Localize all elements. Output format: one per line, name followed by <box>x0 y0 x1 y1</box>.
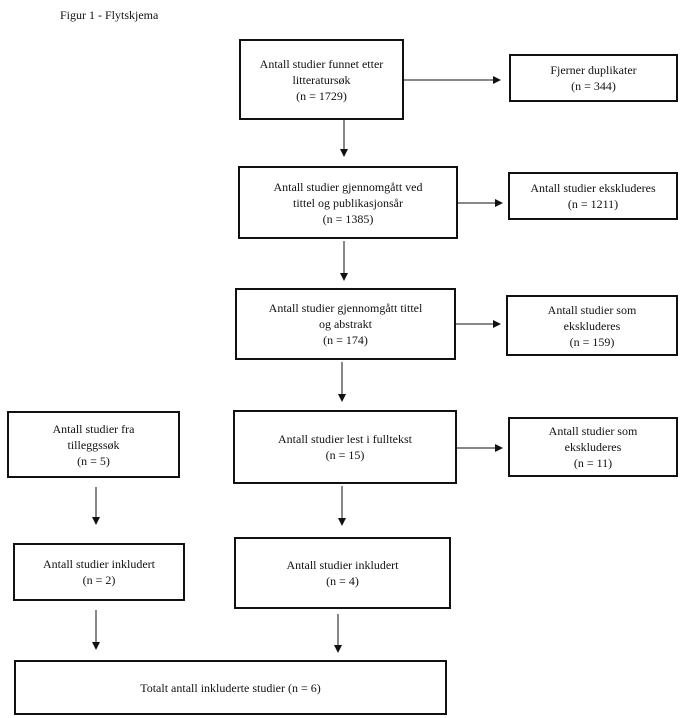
box-fulltext-line-2: (n = 15) <box>325 448 365 462</box>
box-excluded-1-line-2: (n = 1211) <box>567 197 619 211</box>
box-excluded-2: Antall studier som ekskluderes (n = 159) <box>506 295 678 356</box>
figure-caption: Figur 1 - Flytskjema <box>60 8 159 22</box>
box-title-year-line-3: (n = 1385) <box>322 211 374 226</box>
box-title-abstract-line-3: (n = 174) <box>323 333 368 347</box>
box-title-year-line-2: tittel og publikasjonsår <box>293 195 403 210</box>
box-duplicates-line-1: Fjerner duplikater <box>550 63 637 77</box>
box-excluded-3: Antall studier som ekskluderes (n = 11) <box>508 417 678 477</box>
box-excluded-3-line-1: Antall studier som <box>548 424 638 438</box>
box-fulltext-line-1: Antall studier lest i fulltekst <box>278 432 412 446</box>
box-title-abstract: Antall studier gjennomgått tittel og abs… <box>235 288 456 360</box>
box-supplementary-search-line-1: Antall studier fra <box>52 421 135 436</box>
box-supplementary-search: Antall studier fra tilleggssøk (n = 5) <box>7 411 180 478</box>
box-included-main-line-2: (n = 4) <box>326 574 359 588</box>
box-supplementary-search-line-2: tilleggssøk <box>67 437 120 452</box>
box-excluded-2-line-1: Antall studier som <box>547 302 637 317</box>
box-included-supplementary-line-2: (n = 2) <box>82 573 116 587</box>
box-included-supplementary: Antall studier inkludert (n = 2) <box>13 543 185 601</box>
box-included-supplementary-line-1: Antall studier inkludert <box>43 557 155 571</box>
box-search-results-line-1: Antall studier funnet etter <box>259 56 384 71</box>
box-included-main: Antall studier inkludert (n = 4) <box>234 537 451 609</box>
box-total-included-line-1: Totalt antall inkluderte studier (n = 6) <box>140 680 321 695</box>
box-search-results-line-3: (n = 1729) <box>296 88 347 103</box>
box-title-abstract-line-2: og abstrakt <box>318 317 372 331</box>
box-fulltext: Antall studier lest i fulltekst (n = 15) <box>233 410 457 484</box>
box-excluded-2-line-2: ekskluderes <box>563 318 621 333</box>
box-search-results-line-2: litteratursøk <box>292 72 351 87</box>
box-total-included: Totalt antall inkluderte studier (n = 6) <box>14 660 447 715</box>
box-included-main-line-1: Antall studier inkludert <box>286 558 399 572</box>
box-excluded-1: Antall studier ekskluderes (n = 1211) <box>508 172 678 220</box>
box-excluded-2-line-3: (n = 159) <box>569 334 615 349</box>
box-duplicates-line-2: (n = 344) <box>571 79 616 93</box>
box-excluded-3-line-2: ekskluderes <box>564 440 622 454</box>
box-excluded-1-line-1: Antall studier ekskluderes <box>530 181 656 195</box>
box-duplicates: Fjerner duplikater (n = 344) <box>509 54 678 102</box>
box-excluded-3-line-3: (n = 11) <box>573 456 613 470</box>
box-search-results: Antall studier funnet etter litteratursø… <box>239 39 404 120</box>
box-supplementary-search-line-3: (n = 5) <box>77 453 110 468</box>
box-title-year-line-1: Antall studier gjennomgått ved <box>273 179 423 194</box>
box-title-abstract-line-1: Antall studier gjennomgått tittel <box>268 301 423 315</box>
box-title-year: Antall studier gjennomgått ved tittel og… <box>238 166 458 239</box>
